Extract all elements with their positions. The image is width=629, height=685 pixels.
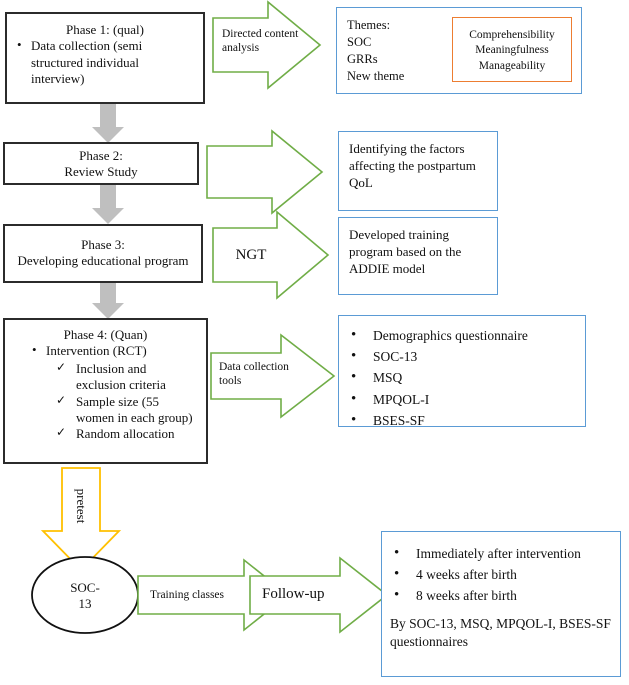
arrow-label-directed-content-analysis: Directed content analysis — [222, 28, 299, 55]
review-result-text: Identifying the factors affecting the po… — [349, 141, 476, 190]
phase-2-box[interactable]: Phase 2: Review Study — [3, 142, 199, 185]
list-item: Data collection (semi structured individ… — [15, 37, 195, 87]
phase-3-box[interactable]: Phase 3: Developing educational program — [3, 224, 203, 283]
highlight-item: Comprehensibility — [469, 29, 555, 41]
phase-1-bullet-list: Data collection (semi structured individ… — [15, 37, 195, 87]
soc13-line1: SOC- — [70, 580, 100, 595]
arrow-phase2-output-icon — [206, 129, 324, 215]
theme-item: GRRs — [347, 52, 378, 66]
phase-4-check-list: Inclusion and exclusion criteria Sample … — [12, 360, 199, 443]
arrow-ngt-icon — [212, 210, 330, 300]
arrow-label-data-collection-tools: Data collection tools — [219, 361, 289, 388]
arrow-label-pretest: pretest — [74, 488, 89, 524]
list-item: MSQ — [347, 367, 577, 387]
arrow-pretest-icon — [40, 467, 122, 572]
followup-list: Immediately after intervention 4 weeks a… — [390, 543, 612, 606]
tools-list: Demographics questionnaire SOC-13 MSQ MP… — [347, 325, 577, 430]
list-item: Inclusion and exclusion criteria — [54, 360, 199, 394]
list-item: BSES-SF — [347, 410, 577, 430]
program-result-box[interactable]: Developed training program based on the … — [338, 217, 498, 295]
connector-phase3-phase4-icon — [92, 283, 124, 319]
list-item: Sample size (55 women in each group) — [54, 393, 199, 427]
phase-1-title: Phase 1: (qual) — [66, 22, 144, 37]
followup-output-box[interactable]: Immediately after intervention 4 weeks a… — [381, 531, 621, 677]
tools-output-box[interactable]: Demographics questionnaire SOC-13 MSQ MP… — [338, 315, 586, 430]
followup-note: By SOC-13, MSQ, MPQOL-I, BSES-SF questio… — [390, 615, 611, 649]
list-item: SOC-13 — [347, 346, 577, 366]
phase-3-title-line1: Phase 3: — [81, 237, 125, 252]
arrow-follow-up-icon — [249, 556, 389, 634]
arrow-label-training-classes: Training classes — [150, 589, 225, 601]
highlight-item: Meaningfulness — [475, 44, 549, 57]
arrow-label-ngt: NGT — [235, 247, 267, 263]
list-item: Demographics questionnaire — [347, 325, 577, 345]
phase-2-title-line2: Review Study — [64, 164, 138, 180]
program-result-text: Developed training program based on the … — [349, 227, 462, 276]
themes-heading: Themes: — [347, 18, 391, 32]
themes-output-box[interactable]: Themes: SOC GRRs New theme Comprehensibi… — [336, 7, 582, 94]
connector-phase1-phase2-icon — [92, 104, 124, 143]
list-item: MPQOL-I — [347, 389, 577, 409]
list-item: Immediately after intervention — [390, 543, 612, 563]
theme-item: New theme — [347, 69, 405, 83]
list-item: 4 weeks after birth — [390, 564, 612, 584]
list-item: 8 weeks after birth — [390, 585, 612, 605]
highlight-item: Manageability — [478, 59, 546, 72]
arrow-data-collection-tools-icon — [210, 333, 336, 419]
connector-phase2-phase3-icon — [92, 185, 124, 224]
theme-item: SOC — [347, 35, 372, 49]
phase-2-title-line1: Phase 2: — [79, 148, 123, 163]
list-item: Intervention (RCT) — [30, 342, 199, 359]
themes-highlight-box[interactable]: Comprehensibility Meaningfulness Managea… — [452, 17, 572, 82]
phase-4-title: Phase 4: (Quan) — [63, 327, 148, 342]
phase-4-bullet-list: Intervention (RCT) — [12, 342, 199, 359]
review-result-box[interactable]: Identifying the factors affecting the po… — [338, 131, 498, 211]
phase-3-title-line2: Developing educational program — [17, 253, 189, 269]
arrow-label-follow-up: Follow-up — [262, 586, 325, 602]
soc13-line2: 13 — [78, 595, 92, 611]
themes-text-block: Themes: SOC GRRs New theme — [347, 17, 427, 85]
list-item: Random allocation — [54, 425, 199, 442]
phase-1-box[interactable]: Phase 1: (qual) Data collection (semi st… — [5, 12, 205, 104]
node-soc13-label: SOC- 13 — [48, 580, 122, 612]
arrow-directed-content-analysis-icon — [212, 0, 322, 90]
phase-4-box[interactable]: Phase 4: (Quan) Intervention (RCT) Inclu… — [3, 318, 208, 464]
